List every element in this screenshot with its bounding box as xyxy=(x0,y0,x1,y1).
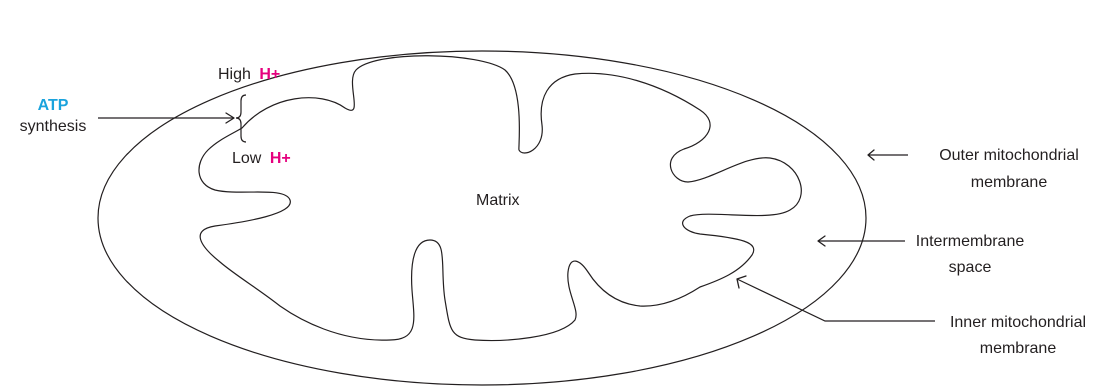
high-h-plus: H+ xyxy=(259,66,280,83)
synthesis-label: synthesis xyxy=(20,118,87,135)
intermembrane-label-line1: Intermembrane xyxy=(916,233,1025,250)
inner-membrane-label-line2: membrane xyxy=(980,340,1057,357)
intermembrane-label-line2: space xyxy=(949,259,992,276)
high-text: High xyxy=(218,66,251,83)
inner-leader-line xyxy=(737,279,935,321)
proton-gradient-brace xyxy=(236,95,246,142)
low-h-plus: H+ xyxy=(270,150,291,167)
high-h-label: High H+ xyxy=(218,66,280,83)
atp-label: ATP xyxy=(38,97,69,114)
outer-membrane-label-line1: Outer mitochondrial xyxy=(939,147,1079,164)
inner-membrane-label-line1: Inner mitochondrial xyxy=(950,314,1086,331)
matrix-label: Matrix xyxy=(476,192,520,209)
low-text: Low xyxy=(232,150,262,167)
outer-membrane-label-line2: membrane xyxy=(971,174,1048,191)
low-h-label: Low H+ xyxy=(232,150,291,167)
outer-membrane xyxy=(98,51,866,385)
